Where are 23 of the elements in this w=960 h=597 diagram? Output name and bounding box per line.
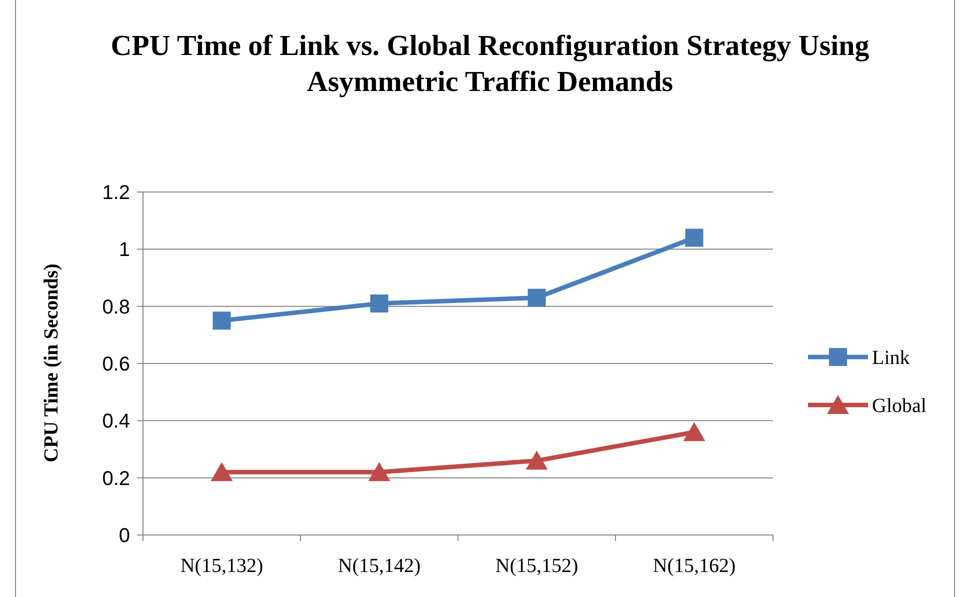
tick-label: 1 — [118, 239, 130, 262]
point — [210, 462, 233, 482]
tick-label: 0.2 — [102, 468, 130, 490]
category-label: N(15,142) — [338, 555, 421, 577]
legend-label: Link — [872, 347, 910, 369]
tick-label: 0 — [118, 525, 130, 547]
point — [683, 422, 706, 442]
tick-label: 0.8 — [102, 296, 130, 318]
category-label: N(15,132) — [180, 555, 264, 577]
point — [212, 312, 231, 330]
point — [685, 228, 704, 247]
tick-label: 0.4 — [102, 410, 130, 433]
point — [528, 288, 546, 307]
chart-title: CPU Time of Link vs. Global Reconfiguration Strategy Using Asymmetric Traffic Demands — [110, 29, 870, 100]
legend-label: Global — [872, 395, 926, 417]
axis-title: CPU Time (in Seconds) — [40, 264, 64, 462]
tick-label: 1.2 — [102, 182, 130, 204]
category-label: N(15,162) — [652, 555, 736, 577]
point — [370, 294, 388, 312]
point — [368, 462, 390, 482]
category-label: N(15,152) — [495, 555, 578, 577]
point — [526, 450, 548, 470]
tick-label: 0.6 — [102, 354, 130, 376]
